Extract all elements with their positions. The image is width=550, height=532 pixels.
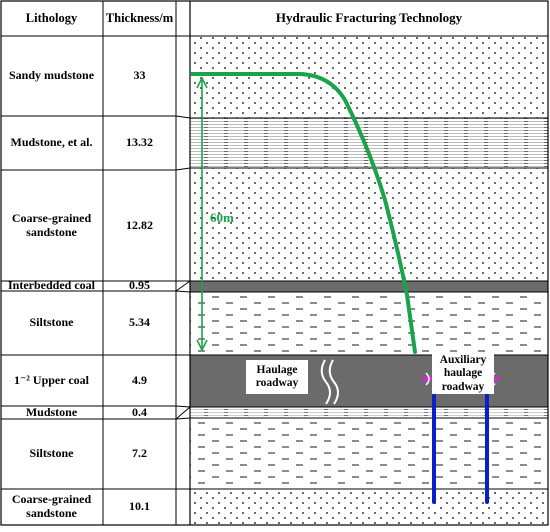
thickness-cell-1: 13.32 [126,135,153,150]
distance-arrow-bottom [196,339,208,352]
distance-arrow-top [196,76,208,89]
thickness-cell-0: 33 [133,68,146,83]
stratum-pattern-0 [190,36,548,118]
marker-arc-left-0 [425,372,430,386]
connector-4 [175,290,191,293]
break-mark-2 [328,359,339,405]
stratum-pattern-2 [190,168,548,281]
break-mark-1 [320,359,331,405]
stratum-pattern-7 [190,418,548,489]
lithology-cell-3: Interbedded coal [8,278,95,293]
connector-extra-1 [175,280,191,292]
distance-label: 60m [210,210,234,225]
stratum-pattern-4 [190,292,548,355]
thickness-cell-8: 10.1 [129,499,150,514]
connector-extra-2 [175,406,191,420]
lithology-cell-1: Mudstone, et al. [10,135,93,150]
haulage-roadway-label: Haulage roadway [246,360,308,394]
lithology-cell-7: Siltstone [29,446,74,461]
connector-7 [175,417,191,420]
lithology-cell-2: Coarse-grained sandstone [11,210,92,239]
thickness-cell-3: 0.95 [129,278,150,293]
connector-2 [175,167,191,171]
stratum-bg-3 [190,281,548,292]
lithology-cell-0: Sandy mudstone [8,68,95,83]
thickness-cell-7: 7.2 [132,446,147,461]
header-thickness: Thickness/m [105,11,174,26]
stratum-pattern-8 [190,489,548,525]
lithology-cell-8: Coarse-grained sandstone [11,492,92,520]
connector-6 [175,405,191,408]
strata-layers [190,36,548,525]
header-technology: Hydraulic Fracturing Technology [275,10,463,26]
lithology-cell-5: 1⁻² Upper coal [13,372,90,387]
lithology-cell-6: Mudstone [25,404,78,419]
mudstone-shading [190,118,548,168]
connector-1 [175,115,191,119]
thickness-cell-6: 0.4 [132,404,147,419]
stratum-pattern-6 [190,407,548,418]
thickness-cell-4: 5.34 [129,315,150,330]
thickness-cell-2: 12.82 [126,217,153,232]
header-lithology: Lithology [25,11,78,26]
lithology-cell-4: Siltstone [29,315,74,330]
auxiliary-roadway-label: Auxiliary haulage roadway [432,354,494,394]
fracture-line [190,72,417,354]
thickness-cell-5: 4.9 [132,372,147,387]
